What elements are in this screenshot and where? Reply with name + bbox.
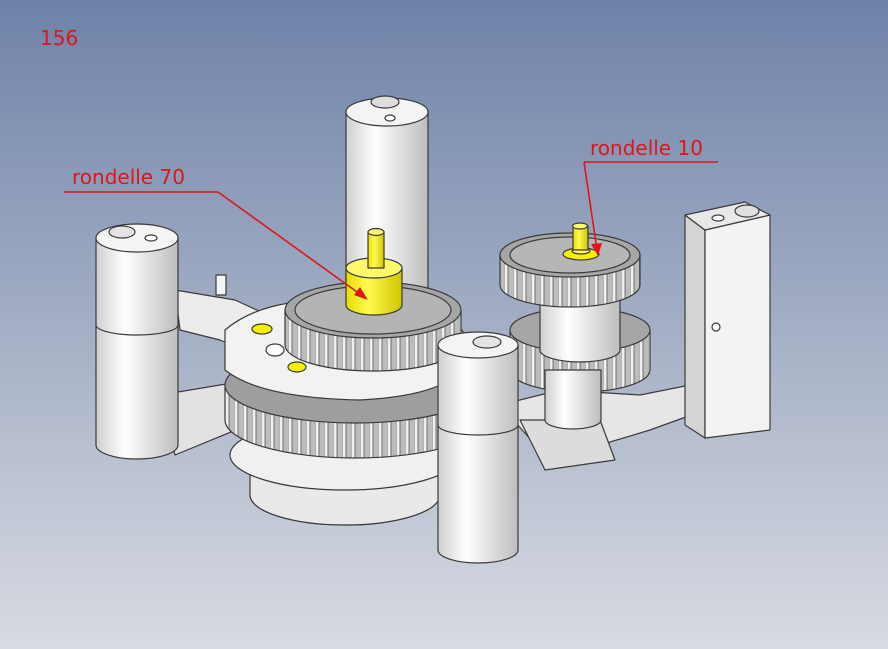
right-shaft-top [571,222,589,230]
left-pillar-pin [108,225,136,239]
front-pillar-pin [472,335,502,349]
front-pillar-seam [437,424,519,436]
left-pillar-seam [95,324,179,336]
left-pillar-hole [144,234,158,242]
right-block-hole [711,214,725,222]
right-block-side [684,214,706,439]
right-block-pin [734,204,760,218]
leader-arrow-10 [583,161,598,251]
center-shaft [367,231,385,269]
bushing-hole-1 [251,323,273,335]
right-shaft [572,225,589,251]
small-pin [215,274,227,296]
left-pillar [95,237,179,460]
front-pillar [437,344,519,564]
arrowhead-10 [591,243,602,256]
tall-pillar-hole [384,114,396,122]
washer-70-body [345,267,403,316]
center-shaft-top [367,227,385,237]
bushing-hole-2 [287,361,307,373]
callout-rondelle-10: rondelle 10 [590,136,703,160]
page-number: 156 [40,26,79,50]
plate-hole [265,343,285,357]
leader-arrow-70 [217,191,365,298]
right-gear-hub [539,289,621,363]
arrowhead-70 [354,287,368,300]
callout-rondelle-70: rondelle 70 [72,165,185,189]
left-pillar-top [95,223,179,253]
right-boss-pillar [544,369,602,430]
tall-pillar-pin [370,95,400,109]
right-block-screw [711,322,721,332]
